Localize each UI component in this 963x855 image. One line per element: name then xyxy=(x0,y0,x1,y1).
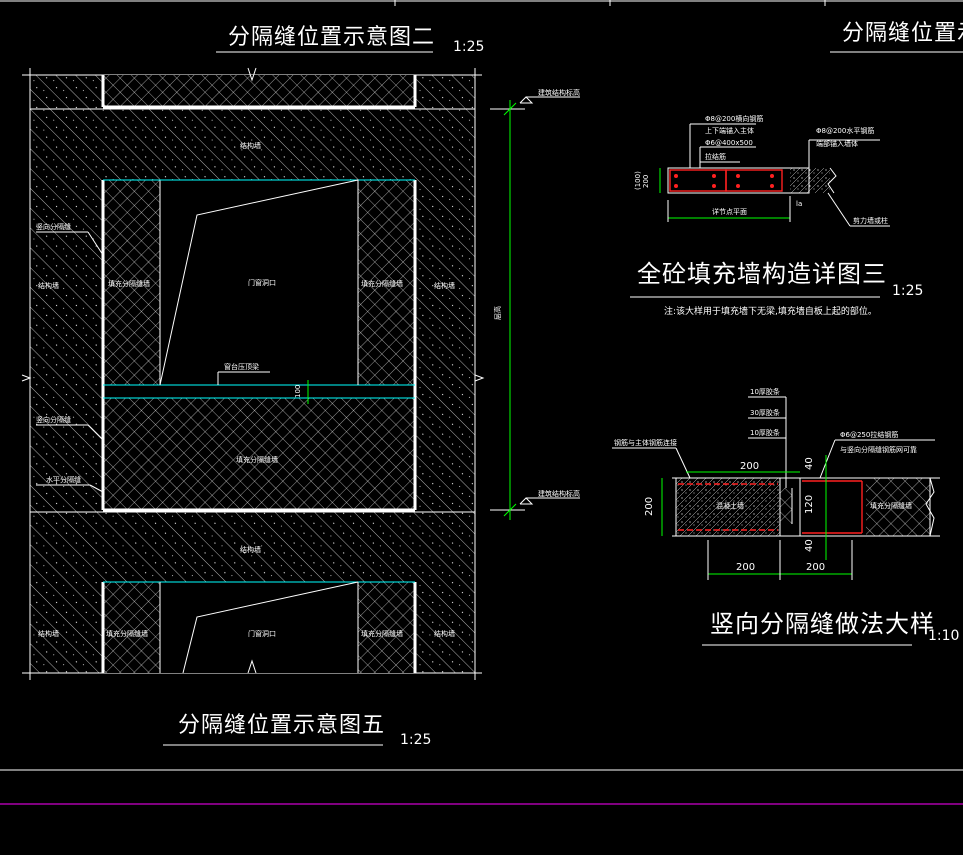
scale-middle-right: 1:25 xyxy=(892,283,923,299)
label-bottom-right-wall: 结构墙 xyxy=(434,629,455,638)
label-infill-center: 填充分隔缝墙 xyxy=(236,455,278,464)
detail3-shear-wall xyxy=(790,168,830,193)
title-bottom-right: 竖向分隔缝做法大样 xyxy=(710,610,935,638)
joint-dim-120: 120 xyxy=(804,495,815,514)
joint-dim-bottom-200b: 200 xyxy=(806,562,825,573)
level-top: 建筑结构标高 xyxy=(538,88,580,97)
title-middle-right: 全砼填充墙构造详图三 xyxy=(637,260,887,288)
level-bottom: 建筑结构标高 xyxy=(538,489,580,498)
joint-left-concrete xyxy=(676,478,780,536)
label-left-infill: 填充分隔缝墙 xyxy=(108,279,150,288)
door-leaf-lower xyxy=(182,581,359,674)
callout-vertical-joint-2: 竖向分隔缝 xyxy=(36,415,71,424)
top-infill-strip xyxy=(103,75,415,107)
detail3-rebar-right-1: Φ8@200水平钢筋 xyxy=(816,126,874,135)
label-middle-wall: 结构墙 xyxy=(240,545,261,554)
label-bottom-left-infill: 填充分隔缝墙 xyxy=(106,629,148,638)
label-door-top: 门窗洞口 xyxy=(248,278,276,287)
right-infill-column xyxy=(358,180,415,385)
label-left-upper-wall: 结构墙 xyxy=(38,281,59,290)
joint-right-callout-1: Φ6@250拉结钢筋 xyxy=(840,430,898,439)
scale-bottom-right: 1:10 xyxy=(928,628,959,644)
callout-lintel: 窗台压顶梁 xyxy=(224,362,259,371)
joint-left-body: 混凝土墙 xyxy=(716,501,744,510)
elevation-drawing: 层高 建筑结构标高 建筑结构标高 结构墙 结构墙 结构墙 填充分隔缝墙 填充分隔… xyxy=(21,67,580,680)
joint-right-body: 填充分隔缝墙 xyxy=(870,501,912,510)
joint-left-callout: 钢筋与主体钢筋连接 xyxy=(614,438,677,447)
joint-layer-1: 10厚胶条 xyxy=(750,387,780,396)
scale-top-left: 1:25 xyxy=(453,39,484,55)
detail-joint-drawing: 10厚胶条 30厚胶条 10厚胶条 钢筋与主体钢筋连接 Φ6@250拉结钢筋 与… xyxy=(612,387,940,580)
detail3-dim-bottom: 详节点平面 xyxy=(712,207,747,216)
title-top-right: 分隔缝位置示意 xyxy=(842,21,963,46)
scale-bottom-left: 1:25 xyxy=(400,732,431,748)
dim-100: 100 xyxy=(294,385,302,398)
detail3-right-label: 剪力墙或柱 xyxy=(853,216,888,225)
detail3-dim-la: la xyxy=(796,200,802,208)
title-bottom-left: 分隔缝位置示意图五 xyxy=(178,713,385,738)
left-infill-column xyxy=(103,180,160,385)
joint-dim-top-200: 200 xyxy=(740,461,759,472)
joint-layer-3: 10厚胶条 xyxy=(750,428,780,437)
joint-dim-bottom-200a: 200 xyxy=(736,562,755,573)
detail3-rebar-3: Φ6@400x500 xyxy=(705,139,753,147)
label-wall-top: 结构墙 xyxy=(240,141,261,150)
detail3-rebar-right-2: 端部锚入墙体 xyxy=(816,139,858,148)
joint-filler xyxy=(780,488,792,524)
detail3-wall-outline xyxy=(667,167,810,194)
callout-horizontal-joint: 水平分隔缝 xyxy=(46,475,81,484)
joint-dim-40b: 40 xyxy=(804,539,815,552)
detail-3-drawing: Φ8@200横向钢筋 上下端锚入主体 Φ6@400x500 拉结筋 Φ8@200… xyxy=(634,114,890,227)
dim-label-vertical: 层高 xyxy=(493,306,502,320)
detail3-rebar-4: 拉结筋 xyxy=(705,152,726,161)
title-top-left: 分隔缝位置示意图二 xyxy=(228,25,435,50)
lower-infill-block xyxy=(103,398,415,510)
label-right-upper-wall: 结构墙 xyxy=(434,281,455,290)
detail3-dim-left-2: (100) xyxy=(634,171,642,190)
bottom-right-infill xyxy=(358,582,415,673)
callout-vertical-joint-1: 竖向分隔缝 xyxy=(36,222,71,231)
detail3-rebar-1: Φ8@200横向钢筋 xyxy=(705,114,763,123)
joint-layer-2: 30厚胶条 xyxy=(750,408,780,417)
joint-dim-left-200: 200 xyxy=(644,497,655,516)
label-right-infill: 填充分隔缝墙 xyxy=(361,279,403,288)
bottom-left-infill xyxy=(103,582,160,673)
detail3-dim-left: 200 xyxy=(642,175,650,188)
note-middle-right: 注:该大样用于填充墙下无梁,填充墙自板上起的部位。 xyxy=(664,305,877,317)
joint-dim-40a: 40 xyxy=(804,457,815,470)
door-leaf-upper xyxy=(159,179,359,386)
joint-right-callout-2: 与竖向分隔缝钢筋网可靠 xyxy=(840,445,917,454)
detail3-rebar-2: 上下端锚入主体 xyxy=(705,126,754,135)
label-door-bottom: 门窗洞口 xyxy=(248,629,276,638)
label-bottom-right-infill: 填充分隔缝墙 xyxy=(361,629,403,638)
label-bottom-left-wall: 结构墙 xyxy=(38,629,59,638)
